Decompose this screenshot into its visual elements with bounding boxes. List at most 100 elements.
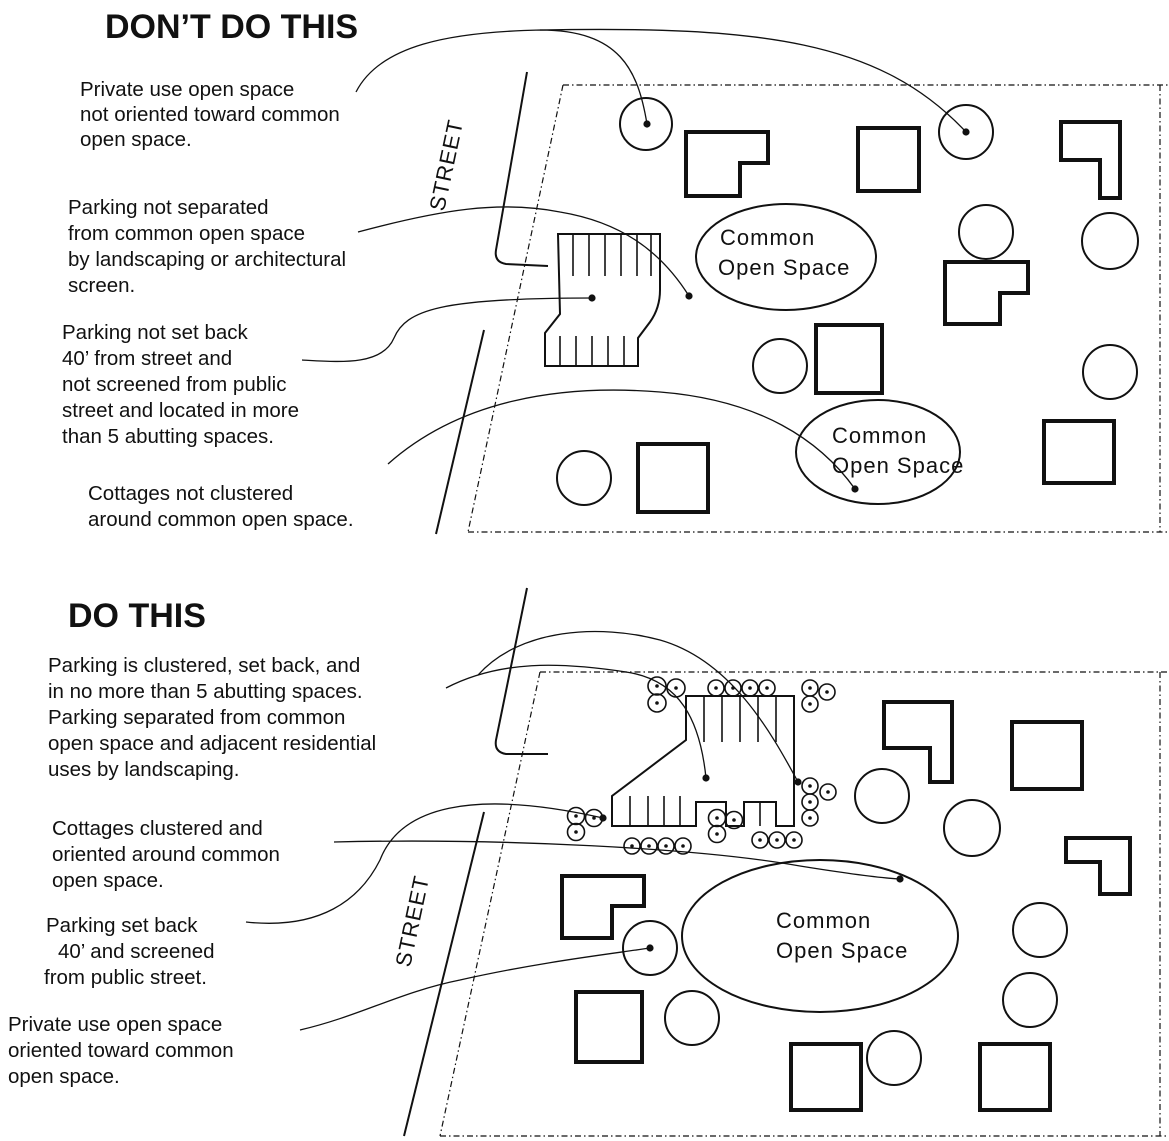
dont-cottage: [814, 323, 884, 395]
dont-cottage: [636, 442, 710, 514]
dont-common-open-space-2: [795, 399, 961, 505]
do-parking-lot: [611, 695, 795, 827]
do-leader-4: [299, 947, 651, 1031]
dont-callout-2: Parking not separated from common open s…: [68, 196, 693, 300]
do-cos-line2: Open Space: [776, 938, 908, 963]
dont-street-label-group: STREET: [424, 117, 468, 213]
dont-street-edge-lower: [435, 329, 485, 535]
dont-callout-3: Parking not set back 40’ from street and…: [62, 294, 596, 448]
dont-cottages: [636, 120, 1122, 514]
do-leader-dot: [702, 774, 710, 782]
dont-common-open-space-1: [695, 203, 877, 311]
dont-leader-dot: [685, 292, 693, 300]
do-callout-1-text: Parking is clustered, set back, and in n…: [48, 654, 382, 781]
do-parking-outline: [611, 695, 795, 827]
do-street-edge-upper: [494, 587, 548, 755]
do-street-label-group: STREET: [390, 873, 434, 969]
dont-leader-dot: [851, 485, 859, 493]
do-private-open-space: [622, 920, 678, 976]
do-cottage: [560, 874, 646, 940]
dont-leader-1a: [355, 29, 648, 125]
dont-cottage: [684, 130, 770, 198]
dont-cottage: [943, 260, 1030, 326]
do-cottage: [789, 1042, 863, 1112]
dont-cos-1-line2: Open Space: [718, 255, 850, 280]
do-callout-4: Private use open space oriented toward c…: [8, 944, 654, 1088]
dont-cos-1-line1: Common: [720, 225, 815, 250]
do-parking-stalls-top: [703, 696, 777, 742]
do-parking-stalls-bottom: [629, 796, 761, 826]
do-private-open-space: [943, 799, 1001, 857]
do-landscaping: [566, 676, 837, 855]
dont-private-open-space: [619, 97, 673, 151]
do-callout-3: Parking set back 40’ and screened from p…: [44, 803, 607, 989]
dont-callout-1: Private use open space not oriented towa…: [80, 28, 970, 151]
dont-leader-dot: [643, 120, 651, 128]
do-private-open-space: [866, 1030, 922, 1086]
do-private-open-space: [1002, 972, 1058, 1028]
dont-private-open-space: [752, 338, 808, 394]
do-leader-dot: [794, 778, 802, 786]
do-private-open-space: [664, 990, 720, 1046]
do-callout-3-text: Parking set back 40’ and screened from p…: [44, 914, 220, 989]
do-private-open-spaces: [622, 768, 1068, 1086]
dont-panel: DON’T DO THIS STREET: [62, 8, 1169, 535]
dont-parking-stalls-bottom: [559, 336, 625, 366]
dont-private-open-space: [556, 450, 612, 506]
dont-parking-outline: [544, 233, 661, 367]
dont-leader-2: [357, 206, 690, 297]
do-lot-line-left: [439, 671, 541, 1137]
dont-cottage: [1059, 120, 1122, 200]
do-private-open-space: [1012, 902, 1068, 958]
do-callout-2: Cottages clustered and oriented around c…: [52, 817, 904, 892]
dont-callout-3-text: Parking not set back 40’ from street and…: [62, 321, 305, 448]
dont-callout-2-text: Parking not separated from common open s…: [68, 196, 352, 297]
do-leader-2: [333, 840, 901, 880]
dont-street-label: STREET: [424, 117, 468, 213]
dont-lot-line-left: [467, 84, 564, 533]
do-leader-1a: [445, 664, 707, 779]
dont-private-open-spaces: [556, 97, 1139, 506]
dont-callout-4: Cottages not clustered around common ope…: [88, 389, 859, 531]
dont-parking-stalls-top: [572, 234, 652, 276]
do-leader-dot: [646, 944, 654, 952]
do-common-open-space: [681, 859, 959, 1013]
do-callout-2-text: Cottages clustered and oriented around c…: [52, 817, 286, 892]
dont-cos-2-line2: Open Space: [832, 453, 964, 478]
do-cos-line1: Common: [776, 908, 871, 933]
dont-cottage: [856, 126, 921, 193]
do-callout-4-text: Private use open space oriented toward c…: [8, 1013, 239, 1088]
do-callout-1: Parking is clustered, set back, and in n…: [48, 630, 802, 786]
do-cottages: [560, 700, 1132, 1112]
do-cottage: [1010, 720, 1084, 791]
dont-parking-lot: [544, 233, 661, 367]
do-cottage: [1064, 836, 1132, 896]
dont-leader-4: [387, 389, 856, 490]
do-cottage: [882, 700, 954, 784]
do-leader-3: [245, 803, 604, 924]
do-street-edge-lower: [403, 811, 485, 1137]
dont-leader-3: [301, 297, 593, 363]
do-private-open-space: [854, 768, 910, 824]
do-panel: DO THIS STREET: [8, 587, 1169, 1137]
dont-leader-dot: [588, 294, 596, 302]
dont-street-edge-upper: [494, 71, 549, 267]
dont-private-open-space: [938, 104, 994, 160]
dont-private-open-space: [1081, 212, 1139, 270]
dont-leader-dot: [962, 128, 970, 136]
dont-callout-1-text: Private use open space not oriented towa…: [80, 78, 346, 151]
dont-private-open-space: [1082, 344, 1138, 400]
do-leader-1b: [477, 630, 799, 783]
do-leader-dot: [896, 875, 904, 883]
dont-cos-2-line1: Common: [832, 423, 927, 448]
do-cottage: [574, 990, 644, 1064]
dont-leader-1b: [539, 28, 967, 133]
dont-private-open-space: [958, 204, 1014, 260]
dont-cottage: [1042, 419, 1116, 485]
dont-heading: DON’T DO THIS: [105, 8, 358, 46]
do-street-label: STREET: [390, 873, 434, 969]
do-cottage: [978, 1042, 1052, 1112]
do-heading: DO THIS: [68, 597, 206, 635]
